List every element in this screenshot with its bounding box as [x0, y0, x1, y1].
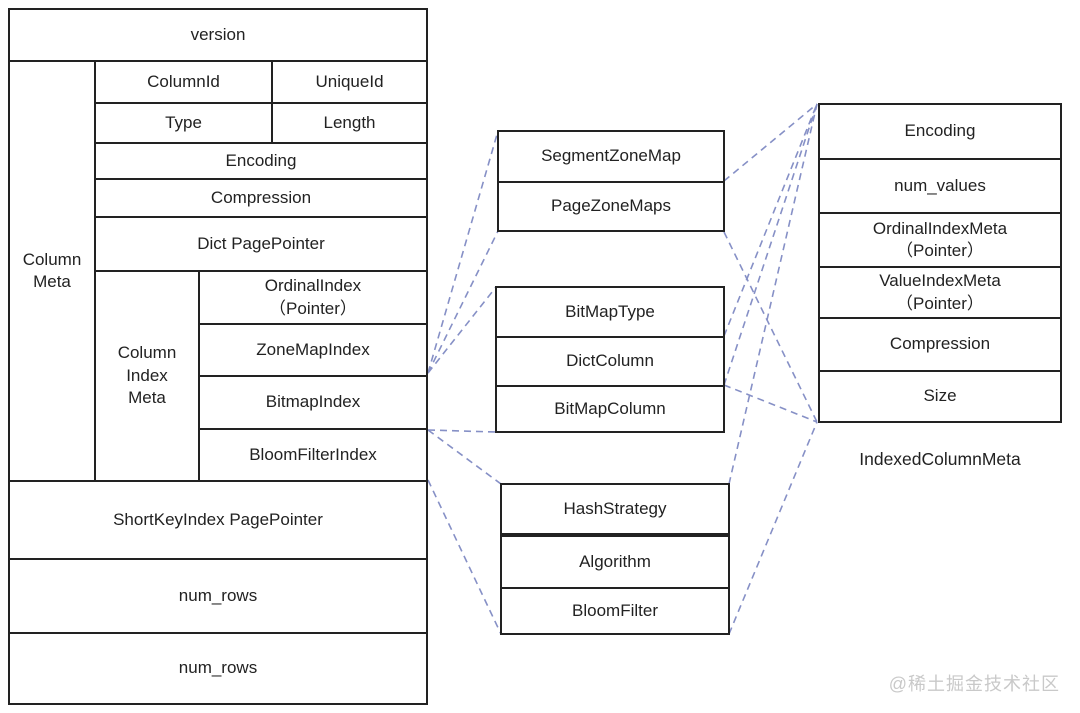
- row-icm-compression: Compression: [818, 317, 1062, 372]
- cell-num-rows-2: num_rows: [8, 632, 428, 705]
- row-dict-column: DictColumn: [495, 336, 725, 387]
- row-icm-ordinal-index-meta: OrdinalIndexMeta （Pointer）: [818, 212, 1062, 268]
- watermark: @稀土掘金技术社区: [888, 674, 1060, 694]
- cell-short-key-index: ShortKeyIndex PagePointer: [8, 480, 428, 560]
- row-bitmap-type: BitMapType: [495, 286, 725, 338]
- cell-type: Type: [94, 102, 273, 144]
- row-algorithm: Algorithm: [500, 535, 730, 589]
- cell-ordinal-index: OrdinalIndex （Pointer）: [198, 270, 428, 325]
- row-icm-encoding: Encoding: [818, 103, 1062, 160]
- row-icm-value-index-meta: ValueIndexMeta （Pointer）: [818, 266, 1062, 319]
- cell-column-meta: Column Meta: [8, 60, 96, 482]
- cell-unique-id: UniqueId: [271, 60, 428, 104]
- indexed-column-meta-caption: IndexedColumnMeta: [859, 448, 1021, 469]
- cell-column-id: ColumnId: [94, 60, 273, 104]
- row-icm-size: Size: [818, 370, 1062, 423]
- row-hash-strategy: HashStrategy: [500, 483, 730, 537]
- cell-zone-map-index: ZoneMapIndex: [198, 323, 428, 377]
- cell-version: version: [8, 8, 428, 62]
- row-icm-num-values: num_values: [818, 158, 1062, 214]
- cell-bitmap-index: BitmapIndex: [198, 375, 428, 430]
- cell-num-rows-1: num_rows: [8, 558, 428, 634]
- row-bloom-filter: BloomFilter: [500, 587, 730, 635]
- cell-encoding: Encoding: [94, 142, 428, 180]
- row-page-zone-maps: PageZoneMaps: [497, 181, 725, 232]
- row-segment-zone-map: SegmentZoneMap: [497, 130, 725, 183]
- cell-bloom-filter-index: BloomFilterIndex: [198, 428, 428, 482]
- cell-dict-page-pointer: Dict PagePointer: [94, 216, 428, 272]
- row-bitmap-column: BitMapColumn: [495, 385, 725, 433]
- cell-column-index-meta: Column Index Meta: [94, 270, 200, 482]
- cell-compression: Compression: [94, 178, 428, 218]
- cell-length: Length: [271, 102, 428, 144]
